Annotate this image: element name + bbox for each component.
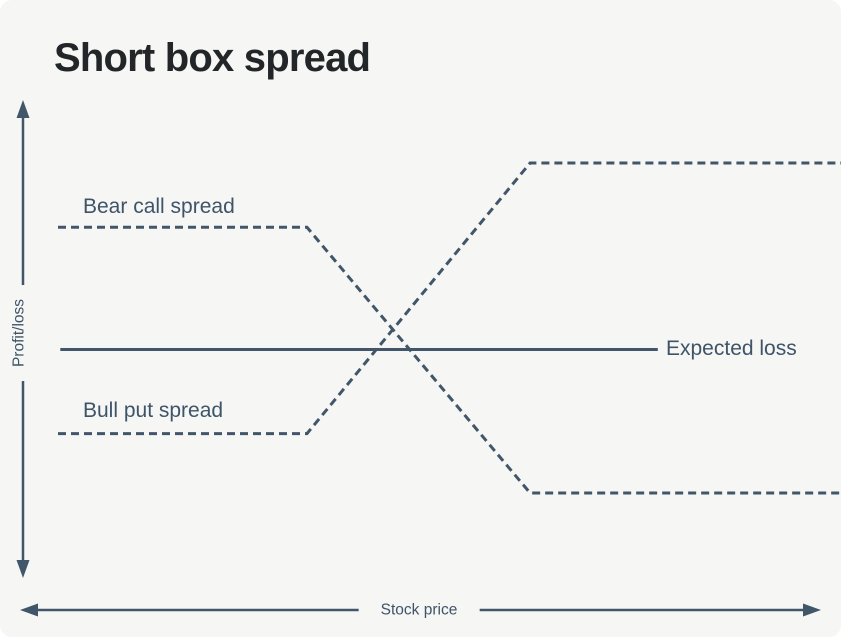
y-axis-label: Profit/loss <box>8 284 30 382</box>
x-axis-left-arrowhead <box>20 603 38 617</box>
series-lines <box>58 161 841 495</box>
bull-put-spread-label: Bull put spread <box>83 399 224 422</box>
expected-loss-label: Expected loss <box>666 337 797 360</box>
bear-call-spread-label: Bear call spread <box>83 195 235 218</box>
y-axis-up-arrowhead <box>16 100 30 118</box>
x-axis-label: Stock price <box>358 599 480 621</box>
bull-put-spread-line <box>58 161 841 436</box>
y-axis-down-arrowhead <box>16 560 30 578</box>
chart-title: Short box spread <box>54 36 371 80</box>
bear-call-spread-line <box>58 225 841 495</box>
x-axis-right-arrowhead <box>803 603 821 617</box>
